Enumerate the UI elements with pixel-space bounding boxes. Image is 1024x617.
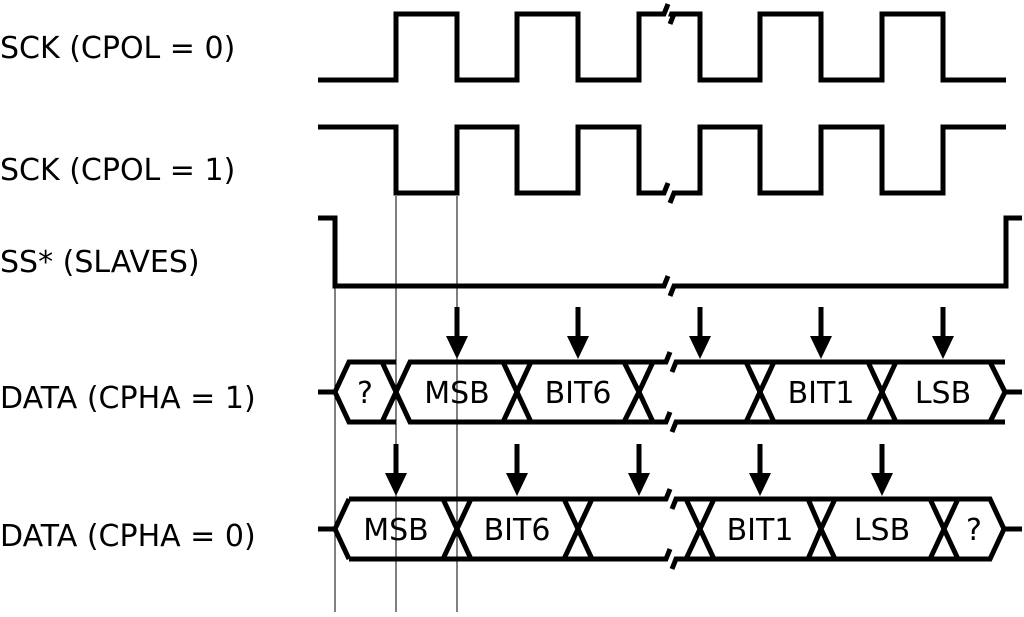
data-cell-label: ? xyxy=(966,513,982,548)
data-cell-label: BIT1 xyxy=(727,513,794,548)
data-cpha1-cells: ? MSB BIT6 BIT1 LSB xyxy=(357,376,971,411)
data-cell-label: BIT6 xyxy=(545,376,612,411)
data-cell-label: MSB xyxy=(363,513,429,548)
data-cell-label: LSB xyxy=(854,513,910,548)
sample-arrow xyxy=(385,444,407,496)
data-cpha0-label: DATA (CPHA = 0) xyxy=(0,519,256,554)
sample-arrow xyxy=(567,307,589,359)
data-cpha0-cells: MSB BIT6 BIT1 LSB ? xyxy=(363,513,982,548)
sample-arrow xyxy=(932,307,954,359)
sample-arrow xyxy=(628,444,650,496)
sample-arrow xyxy=(871,444,893,496)
ss-slaves-waveform xyxy=(318,215,1022,289)
cpha0-sample-arrows xyxy=(385,444,893,496)
data-cell-label: ? xyxy=(357,376,373,411)
sck-cpol0-waveform xyxy=(318,11,1006,83)
data-cell-label: MSB xyxy=(424,376,490,411)
sample-arrow xyxy=(446,307,468,359)
data-cell-label: LSB xyxy=(915,376,971,411)
sample-arrow xyxy=(749,444,771,496)
sck-cpol0-label: SCK (CPOL = 0) xyxy=(0,31,235,66)
time-break-markers xyxy=(592,3,746,570)
data-cell-label: BIT1 xyxy=(788,376,855,411)
sck-cpol1-label: SCK (CPOL = 1) xyxy=(0,153,235,188)
data-cpha1-label: DATA (CPHA = 1) xyxy=(0,381,256,416)
sample-arrow xyxy=(506,444,528,496)
sample-arrow xyxy=(689,307,711,359)
data-cpha1-waveform xyxy=(318,359,1022,425)
ss-slaves-label: SS* (SLAVES) xyxy=(0,245,200,280)
cpha1-sample-arrows xyxy=(446,307,954,359)
sample-arrow xyxy=(810,307,832,359)
data-cell-label: BIT6 xyxy=(484,513,551,548)
